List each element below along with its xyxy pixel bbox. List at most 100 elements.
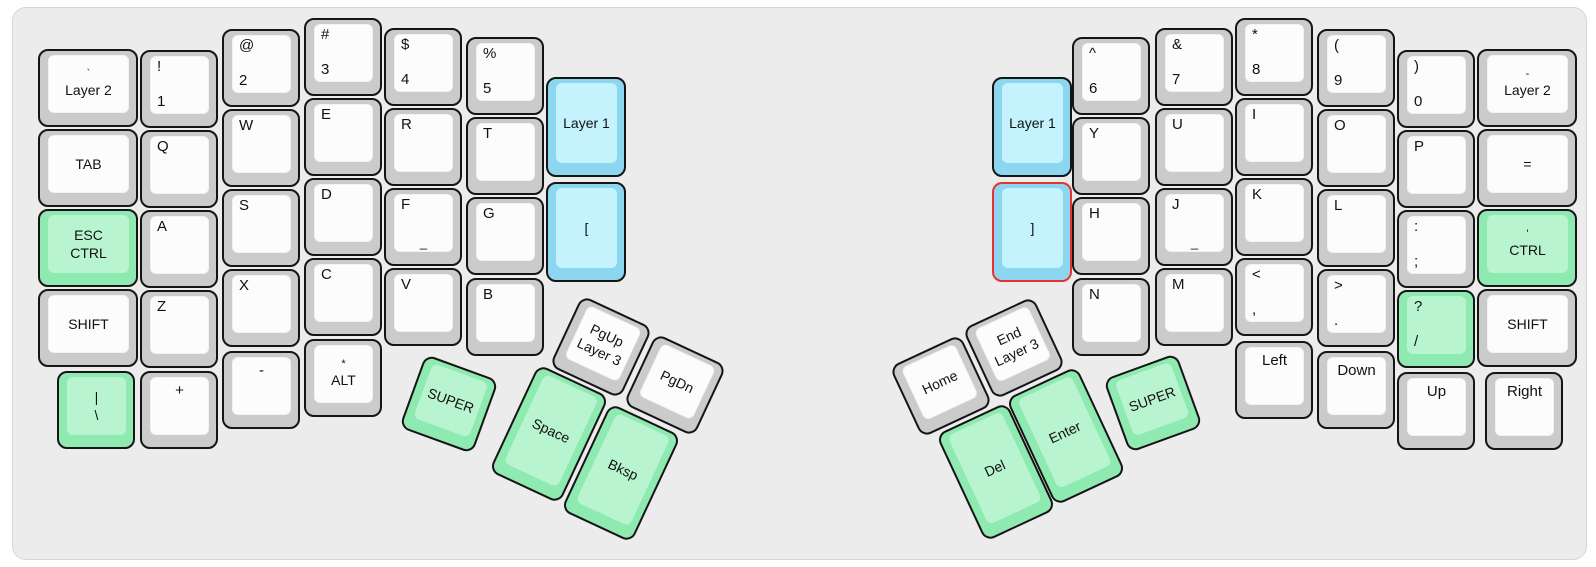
- key-m[interactable]: M: [1155, 268, 1233, 346]
- key-v[interactable]: V: [384, 268, 462, 346]
- key-legend: F: [401, 196, 411, 213]
- key-s[interactable]: S: [222, 189, 300, 267]
- keycap-face: I: [1245, 104, 1304, 162]
- key-h[interactable]: H: [1072, 197, 1150, 275]
- key-super-right[interactable]: SUPER: [1103, 353, 1203, 453]
- key-layer1-right[interactable]: Layer 1: [992, 77, 1072, 177]
- keycap-face: L: [1327, 195, 1386, 253]
- keycap-face: Down: [1327, 357, 1386, 415]
- keycap-face: )0: [1407, 56, 1466, 114]
- key-legend: ?: [1414, 298, 1423, 315]
- key-d[interactable]: D: [304, 178, 382, 256]
- key-c[interactable]: C: [304, 258, 382, 336]
- key-e[interactable]: E: [304, 98, 382, 176]
- key-b[interactable]: B: [466, 278, 544, 356]
- key-left[interactable]: Left: [1235, 341, 1313, 419]
- key-0[interactable]: )0: [1397, 50, 1475, 128]
- key-legend: L: [1334, 197, 1343, 214]
- key-f[interactable]: F_: [384, 188, 462, 266]
- key-gt-period[interactable]: >.: [1317, 269, 1395, 347]
- key-legend: 1: [157, 92, 166, 110]
- key-layer1-left[interactable]: Layer 1: [546, 77, 626, 177]
- key-legend: >: [1334, 277, 1343, 294]
- key-shift-left[interactable]: SHIFT: [38, 289, 138, 367]
- keycap-face: -Layer 2: [1487, 55, 1568, 113]
- key-pipe-backslash[interactable]: |\: [57, 371, 135, 449]
- key-l[interactable]: L: [1317, 189, 1395, 267]
- keycap-face: =: [1487, 135, 1568, 193]
- key-lt-comma[interactable]: <,: [1235, 258, 1313, 336]
- key-legend: @: [239, 37, 255, 54]
- keycap-face: ?/: [1407, 296, 1466, 354]
- key-legend: 5: [483, 79, 492, 97]
- key-7[interactable]: &7: [1155, 28, 1233, 106]
- key-legend: ': [1526, 228, 1529, 241]
- key-layer2-right[interactable]: -Layer 2: [1477, 49, 1577, 127]
- key-minus-left[interactable]: -: [222, 351, 300, 429]
- keycap-face: S: [232, 195, 291, 253]
- key-tab[interactable]: TAB: [38, 129, 138, 207]
- key-down[interactable]: Down: [1317, 351, 1395, 429]
- keycap-face: *8: [1245, 24, 1304, 82]
- key-j[interactable]: J_: [1155, 188, 1233, 266]
- key-legend: 7: [1172, 70, 1181, 88]
- key-right-bracket[interactable]: ]: [992, 182, 1072, 282]
- key-o[interactable]: O: [1317, 109, 1395, 187]
- key-legend: 2: [239, 71, 248, 89]
- key-q[interactable]: Q: [140, 130, 218, 208]
- key-layer2-left[interactable]: `Layer 2: [38, 49, 138, 127]
- key-legend: I: [1252, 106, 1257, 123]
- key-5[interactable]: %5: [466, 37, 544, 115]
- key-legend: CTRL: [1509, 242, 1546, 259]
- keycap-face: K: [1245, 184, 1304, 242]
- key-legend: *: [1252, 26, 1258, 43]
- key-a[interactable]: A: [140, 210, 218, 288]
- key-up[interactable]: Up: [1397, 372, 1475, 450]
- key-y[interactable]: Y: [1072, 117, 1150, 195]
- key-legend: +: [175, 382, 184, 399]
- key-shift-right[interactable]: SHIFT: [1477, 289, 1577, 367]
- key-6[interactable]: ^6: [1072, 37, 1150, 115]
- key-8[interactable]: *8: [1235, 18, 1313, 96]
- key-left-bracket[interactable]: [: [546, 182, 626, 282]
- key-star-alt[interactable]: *ALT: [304, 339, 382, 417]
- key-legend: SHIFT: [68, 315, 109, 332]
- key-question-slash[interactable]: ?/: [1397, 290, 1475, 368]
- key-right[interactable]: Right: [1485, 372, 1563, 450]
- key-p[interactable]: P: [1397, 130, 1475, 208]
- key-4[interactable]: $4: [384, 28, 462, 106]
- key-z[interactable]: Z: [140, 290, 218, 368]
- key-super-left[interactable]: SUPER: [399, 354, 499, 454]
- key-r[interactable]: R: [384, 108, 462, 186]
- key-1[interactable]: !1: [140, 50, 218, 128]
- keycap-face: Z: [150, 296, 209, 354]
- key-legend: W: [239, 117, 254, 134]
- key-u[interactable]: U: [1155, 108, 1233, 186]
- keycap-face: Right: [1495, 378, 1554, 436]
- key-2[interactable]: @2: [222, 29, 300, 107]
- keycap-face: 'CTRL: [1487, 215, 1568, 273]
- key-n[interactable]: N: [1072, 278, 1150, 356]
- key-legend: \: [94, 407, 99, 423]
- key-x[interactable]: X: [222, 269, 300, 347]
- key-legend: &: [1172, 36, 1183, 53]
- key-3[interactable]: #3: [304, 18, 382, 96]
- key-legend: E: [321, 106, 332, 123]
- key-equals[interactable]: =: [1477, 129, 1577, 207]
- key-colon-semicolon[interactable]: :;: [1397, 210, 1475, 288]
- key-quote-ctrl[interactable]: 'CTRL: [1477, 209, 1577, 287]
- key-legend: S: [239, 197, 250, 214]
- key-legend: O: [1334, 117, 1346, 134]
- key-legend: B: [483, 286, 494, 303]
- key-i[interactable]: I: [1235, 98, 1313, 176]
- key-t[interactable]: T: [466, 117, 544, 195]
- key-g[interactable]: G: [466, 197, 544, 275]
- key-9[interactable]: (9: [1317, 29, 1395, 107]
- key-w[interactable]: W: [222, 109, 300, 187]
- key-k[interactable]: K: [1235, 178, 1313, 256]
- key-plus[interactable]: +: [140, 371, 218, 449]
- keycap-face: *ALT: [314, 345, 373, 403]
- key-legend: <: [1252, 266, 1261, 283]
